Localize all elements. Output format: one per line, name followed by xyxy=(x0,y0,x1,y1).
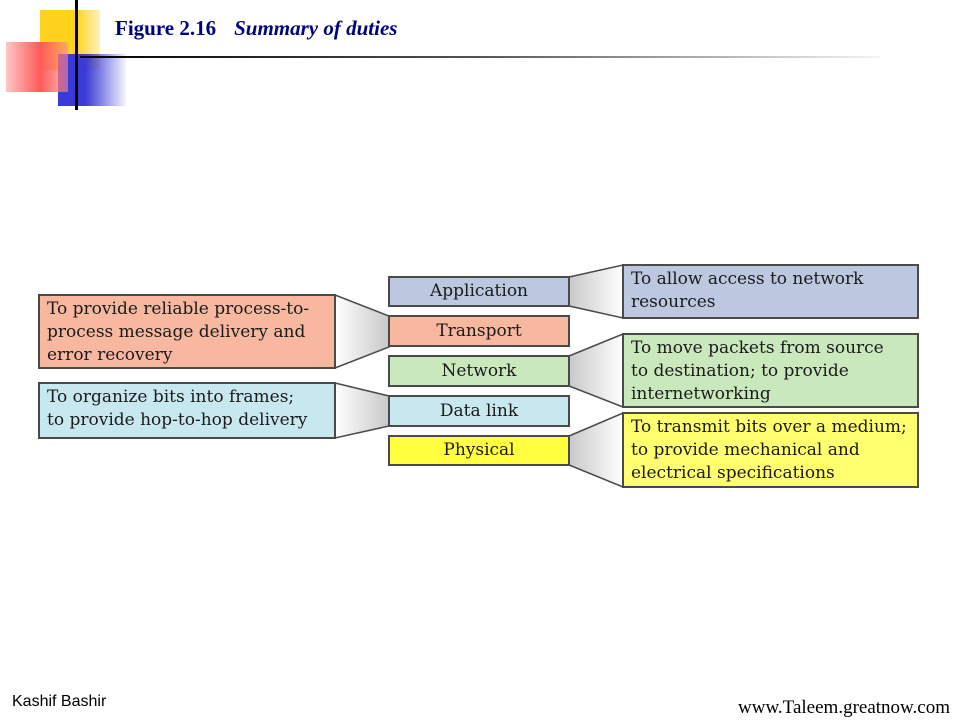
figure-label: Figure 2.16 xyxy=(115,16,217,40)
duty-network: To move packets from source to destinati… xyxy=(622,333,919,408)
duty-line: internetworking xyxy=(631,384,771,404)
duty-line: To transmit bits over a medium; xyxy=(631,417,907,437)
duty-transport: To provide reliable process-to- process … xyxy=(38,294,336,369)
corner-decoration xyxy=(0,0,130,110)
connector-transport xyxy=(334,293,390,370)
duty-physical: To transmit bits over a medium; to provi… xyxy=(622,412,919,488)
duty-line: to provide mechanical and xyxy=(631,440,860,460)
duty-line: resources xyxy=(631,292,716,312)
layer-physical: Physical xyxy=(388,435,570,466)
duty-line: To provide reliable process-to- xyxy=(47,299,310,319)
page-title: Figure 2.16 Summary of duties xyxy=(115,16,397,41)
duty-line: process message delivery and xyxy=(47,322,306,342)
header-rule xyxy=(80,56,880,58)
connector-application xyxy=(568,264,624,319)
layer-application: Application xyxy=(388,276,570,307)
layer-label: Application xyxy=(429,281,529,301)
layer-label: Network xyxy=(441,360,517,381)
duty-line: To allow access to network xyxy=(631,269,864,289)
layer-label: Physical xyxy=(443,440,515,460)
footer-website: www.Taleem.greatnow.com xyxy=(738,697,950,718)
connector-physical xyxy=(568,411,624,489)
duty-line: to destination; to provide xyxy=(631,361,849,381)
connector-datalink xyxy=(334,382,390,439)
layer-transport: Transport xyxy=(388,315,570,347)
layer-network: Network xyxy=(388,355,570,387)
duty-line: electrical specifications xyxy=(631,463,835,483)
layer-label: Data link xyxy=(439,400,519,421)
connector-network xyxy=(568,332,624,409)
layer-label: Transport xyxy=(436,320,522,341)
duty-line: error recovery xyxy=(47,345,173,365)
duty-line: To move packets from source xyxy=(631,338,884,358)
footer-author: Kashif Bashir xyxy=(12,693,107,710)
duty-application: To allow access to network resources xyxy=(622,264,919,319)
duty-line: To organize bits into frames; xyxy=(47,387,295,407)
duty-data-link: To organize bits into frames; to provide… xyxy=(38,382,336,439)
deco-blue-square xyxy=(58,54,126,106)
deco-vertical-line xyxy=(75,0,78,110)
deco-red-square xyxy=(6,42,68,92)
layer-data-link: Data link xyxy=(388,395,570,427)
figure-title: Summary of duties xyxy=(234,16,398,40)
duty-line: to provide hop-to-hop delivery xyxy=(47,410,308,430)
